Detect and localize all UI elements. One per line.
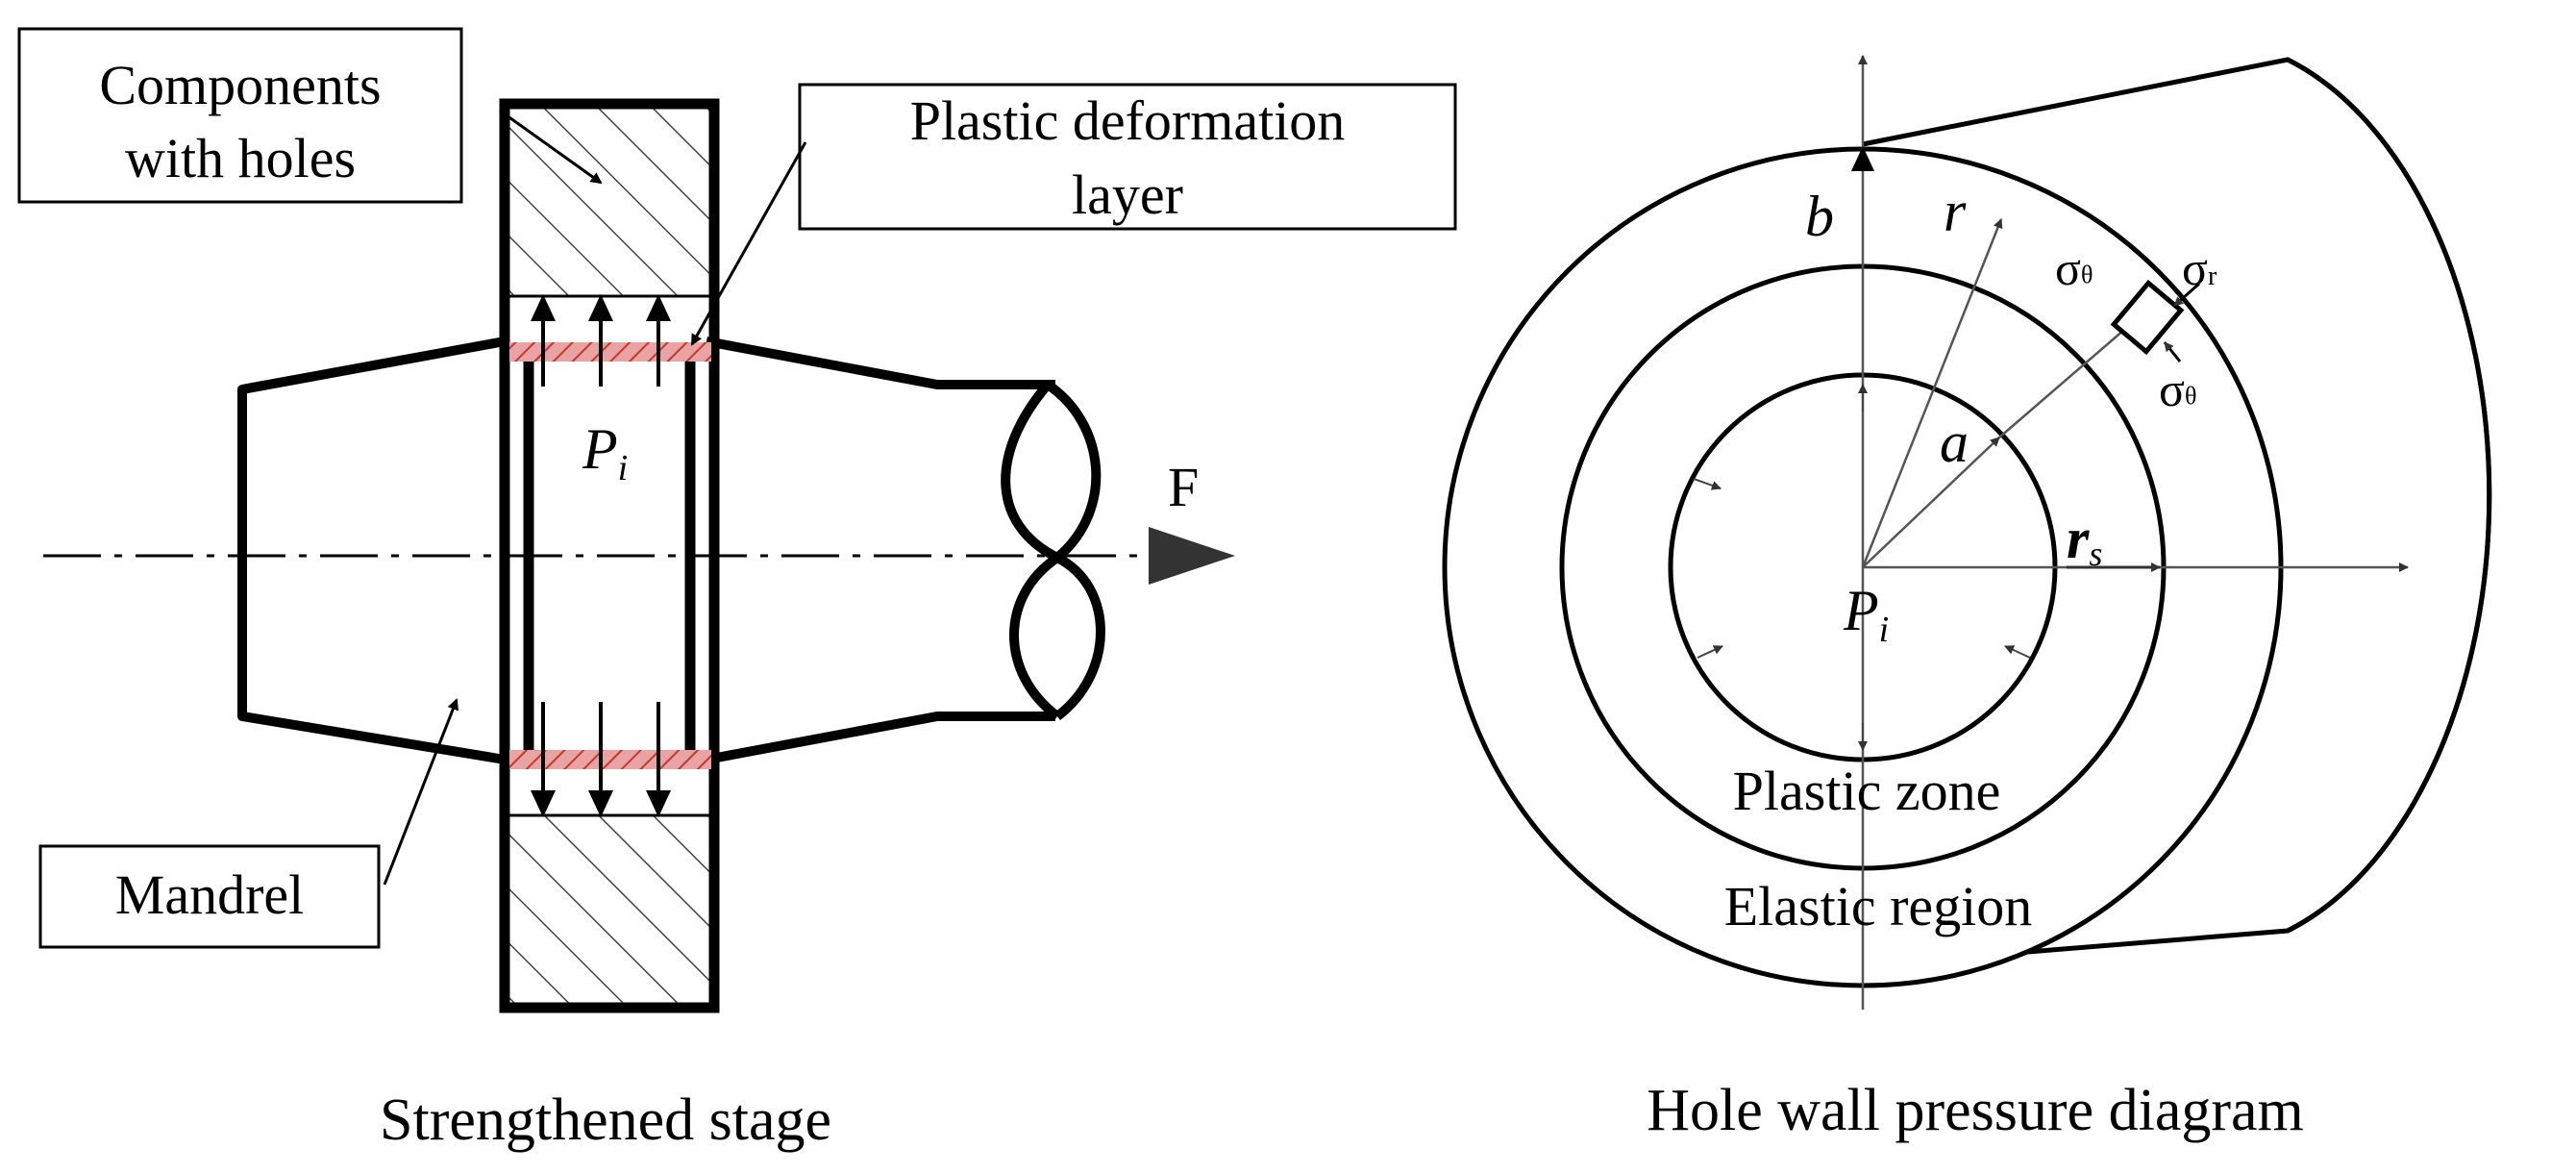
pressure-tick [1693,478,1721,490]
deformation-layer-top [509,342,711,362]
elastic-region-label: Elastic region [1724,875,2033,937]
force-label: F [1168,456,1199,518]
sigma-r-label: σr [2182,241,2217,295]
plastic-layer-label-box [798,83,1457,231]
sigma-theta-arrow [2163,341,2182,362]
radius-line-a [1862,437,2000,568]
component-outline [499,98,720,1013]
pressure-tick [2004,645,2031,659]
outer-radius-tip [1851,146,1874,171]
components-label-line2: with holes [125,127,356,189]
inner-radius-label: a [1940,411,1969,474]
component-top [505,104,714,296]
radius-label: r [1944,180,1967,243]
deformation-layer-bottom [509,750,711,769]
components-leader [499,109,603,185]
mandrel-outline [237,337,1055,764]
mandrel-leader [383,698,458,886]
right-pressure-label: Pi [1843,579,1889,650]
stress-element [2110,279,2185,356]
plastic-layer-label-line1: Plastic deformation [910,89,1346,152]
components-label-line1: Components [99,54,381,116]
plastic-layer-leader [690,141,807,346]
plastic-radius-label: rs [2067,507,2102,573]
mandrel-shaft-end [1001,380,1105,720]
sigma-r-arrow [2173,282,2200,308]
right-caption: Hole wall pressure diagram [1647,1078,2303,1143]
sigma-theta-bottom-label: σθ [2159,362,2196,416]
left-caption: Strengthened stage [380,1087,831,1153]
mandrel-label-box [38,844,381,949]
right-panel: b r a rs Pi σθ σr σθ Plastic zone Elasti… [1442,55,2492,1143]
sigma-theta-top-label: σθ [2055,241,2093,295]
component-bottom [505,815,714,1008]
cylinder-back-rim-arc [2286,57,2492,934]
mandrel-label: Mandrel [115,863,305,926]
plastic-layer-label-line2: layer [1072,163,1183,226]
radius-line-r [1861,218,2003,568]
pressure-tick [1697,645,1723,659]
plastic-zone-label: Plastic zone [1733,760,2001,822]
left-panel: F Pi Compone [17,27,1457,1153]
element-guide-line [1998,316,2140,438]
left-pressure-label: Pi [582,417,628,488]
components-label-box [17,27,463,204]
force-arrow [1149,527,1235,585]
outer-radius-label: b [1805,185,1834,248]
